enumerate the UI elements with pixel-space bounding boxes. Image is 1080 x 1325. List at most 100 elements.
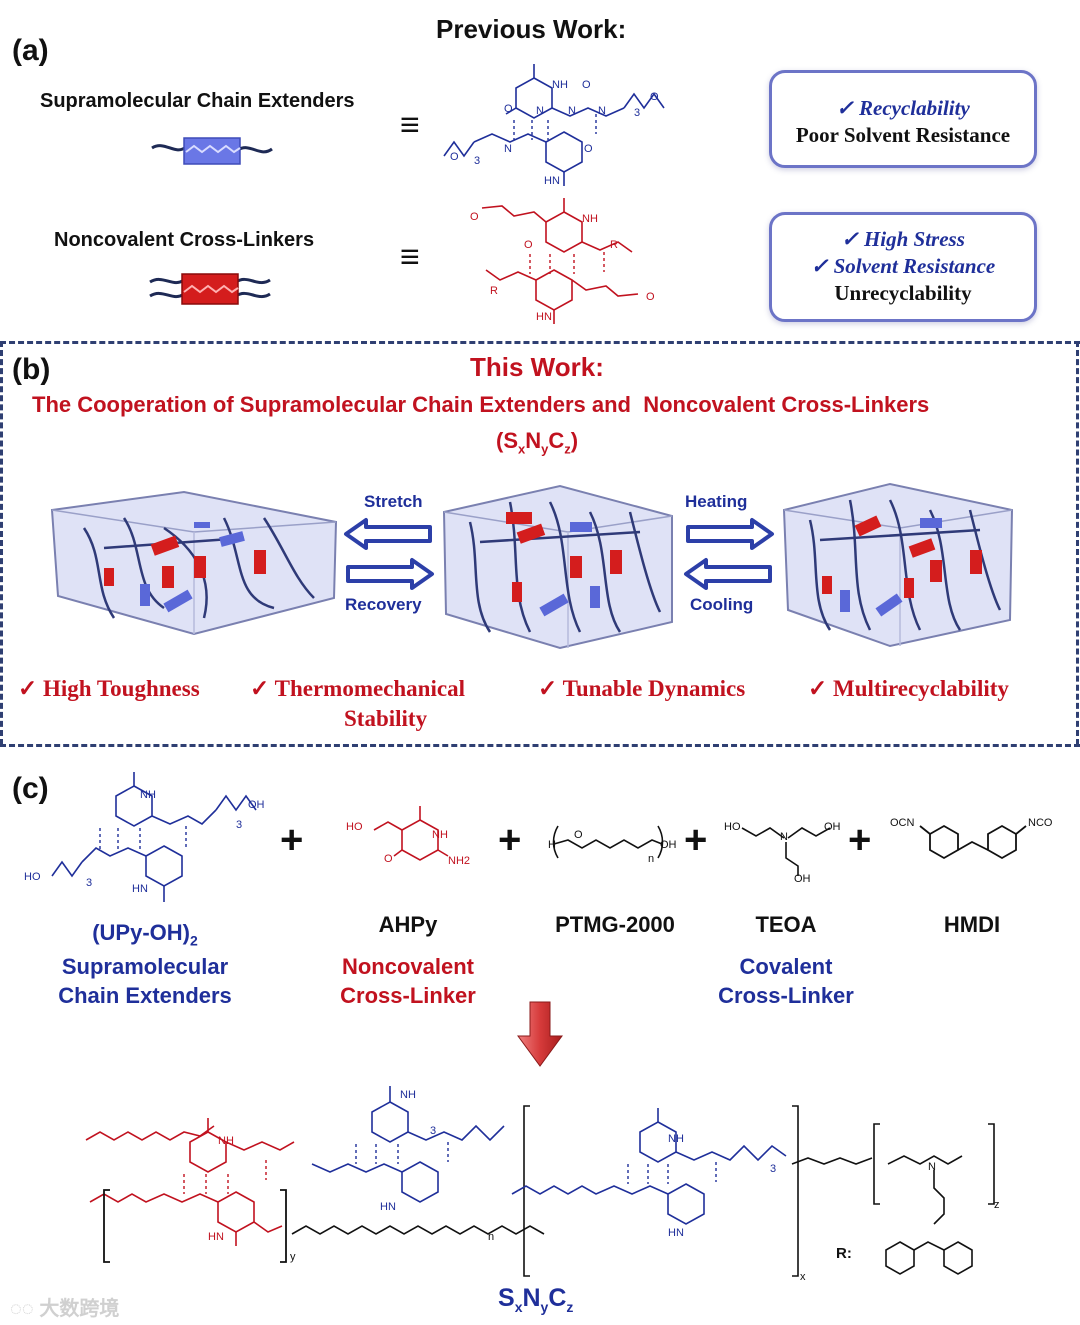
svg-text:NH: NH: [552, 79, 568, 91]
product-polymer-structure: R: 3 3 y x z n NH NH NH HN HN HN N: [85, 1086, 1000, 1283]
recyclability-box: ✓ Recyclability Poor Solvent Resistance: [769, 70, 1037, 168]
covalent-cross-linker-role: Covalent Cross-Linker: [718, 954, 854, 1008]
svg-text:N: N: [504, 143, 512, 155]
thermomechanical-property: ✓ Thermomechanical: [250, 676, 465, 701]
svg-text:HO: HO: [24, 871, 41, 883]
ptmg-structure: H O OH n: [548, 825, 677, 865]
upy-dimer-structure: NH O N N N O O 3 HN O N O 3: [443, 64, 665, 187]
svg-text:NH: NH: [140, 789, 156, 801]
svg-text:O: O: [584, 143, 593, 155]
product-name-sxnycz: SxNyCz: [498, 1284, 574, 1315]
cooling-label: Cooling: [690, 595, 754, 614]
svg-text:OH: OH: [794, 873, 811, 885]
svg-text:OH: OH: [660, 839, 677, 851]
svg-text:O: O: [470, 211, 479, 223]
network-cube-right: [782, 482, 1014, 648]
hmdi-name: HMDI: [943, 912, 1001, 937]
stability-property: Stability: [344, 706, 428, 731]
svg-text:R: R: [490, 285, 498, 297]
svg-text:N: N: [536, 105, 544, 117]
svg-text:NH: NH: [432, 829, 448, 841]
cross-linker-icon: [149, 273, 271, 305]
svg-text:O: O: [582, 79, 591, 91]
equivalence-sign-2: ≡: [400, 238, 420, 276]
svg-text:O: O: [384, 853, 393, 865]
network-cube-middle: [442, 484, 673, 650]
cooperation-subtitle: The Cooperation of Supramolecular Chain …: [32, 392, 930, 417]
svg-text:O: O: [646, 291, 655, 303]
panel-b-right-border: [1076, 341, 1079, 745]
svg-text:R: R: [610, 239, 618, 251]
svg-text:N: N: [598, 105, 606, 117]
multirecyclability-property: ✓ Multirecyclability: [808, 676, 1009, 701]
svg-text:3: 3: [86, 877, 92, 889]
svg-text:N: N: [928, 1161, 936, 1173]
r-group-label: R:: [836, 1245, 852, 1262]
svg-text:OCN: OCN: [890, 817, 915, 829]
panel-b-top-border: [0, 341, 1080, 344]
svg-text:OH: OH: [824, 821, 841, 833]
recyclability-text: ✓ Recyclability: [836, 96, 970, 120]
upy-oh-name: (UPy-OH)2: [92, 920, 198, 949]
svg-text:3: 3: [474, 155, 480, 167]
sxnycz-formula: (SxNyCz): [496, 428, 579, 457]
watermark: ◌◌ 大数跨境: [10, 1298, 120, 1320]
svg-text:3: 3: [430, 1125, 436, 1137]
svg-text:3: 3: [236, 819, 242, 831]
svg-text:NCO: NCO: [1028, 817, 1053, 829]
teoa-name: TEOA: [755, 912, 817, 937]
svg-text:HN: HN: [380, 1201, 396, 1213]
panel-b-left-border: [0, 341, 3, 745]
supramolecular-chain-extenders-label: Supramolecular Chain Extenders: [40, 90, 355, 112]
reaction-down-arrow-icon: [517, 1001, 563, 1067]
recovery-label: Recovery: [345, 595, 422, 614]
svg-text:O: O: [524, 239, 533, 251]
svg-text:HN: HN: [536, 311, 552, 323]
svg-text:x: x: [800, 1271, 806, 1283]
heating-label: Heating: [685, 492, 748, 511]
svg-text:NH: NH: [218, 1135, 234, 1147]
ptmg-name: PTMG-2000: [555, 912, 675, 937]
svg-text:NH: NH: [668, 1133, 684, 1145]
stretch-label: Stretch: [364, 492, 423, 511]
plus-sign-4: +: [848, 818, 872, 862]
high-stress-text: ✓ High Stress: [841, 227, 965, 251]
svg-text:N: N: [568, 105, 576, 117]
svg-text:O: O: [504, 103, 513, 115]
svg-text:y: y: [290, 1251, 296, 1263]
high-toughness-property: ✓ High Toughness: [18, 676, 200, 701]
unrecyclability-text: Unrecyclability: [834, 281, 972, 305]
plus-sign-2: +: [498, 818, 522, 862]
supramolecular-chain-extenders-role: Supramolecular Chain Extenders: [58, 954, 232, 1008]
ahpy-name: AHPy: [378, 912, 438, 937]
svg-text:O: O: [650, 91, 659, 103]
svg-text:n: n: [488, 1231, 494, 1243]
cross-linker-dimer-structure: O NH O R R HN O: [470, 198, 655, 324]
previous-work-title: Previous Work:: [436, 14, 627, 44]
svg-text:N: N: [780, 831, 788, 843]
svg-text:NH2: NH2: [448, 855, 470, 867]
cooling-arrow-icon: [684, 558, 772, 590]
svg-text:n: n: [648, 853, 654, 865]
panel-a-label: (a): [12, 34, 49, 67]
svg-text:H: H: [548, 839, 556, 851]
svg-text:HN: HN: [132, 883, 148, 895]
svg-text:O: O: [574, 829, 583, 841]
plus-sign-1: +: [280, 818, 304, 862]
svg-text:NH: NH: [400, 1089, 416, 1101]
svg-text:NH: NH: [582, 213, 598, 225]
panel-b-bottom-border: [0, 744, 1080, 747]
svg-text:3: 3: [634, 107, 640, 119]
svg-text:OH: OH: [248, 799, 265, 811]
svg-text:HO: HO: [724, 821, 741, 833]
network-cube-left: [50, 490, 338, 636]
ahpy-structure: HO NH O NH2: [346, 806, 470, 867]
poor-solvent-resistance-text: Poor Solvent Resistance: [795, 123, 1011, 147]
stretch-arrow-icon: [344, 518, 432, 550]
upy-oh-dimer-structure: NH OH 3 HO 3 HN: [24, 772, 265, 902]
svg-text:z: z: [994, 1199, 1000, 1211]
teoa-structure: HO N OH OH: [724, 821, 841, 885]
svg-text:HO: HO: [346, 821, 363, 833]
equivalence-sign-1: ≡: [400, 106, 420, 144]
svg-text:3: 3: [770, 1163, 776, 1175]
